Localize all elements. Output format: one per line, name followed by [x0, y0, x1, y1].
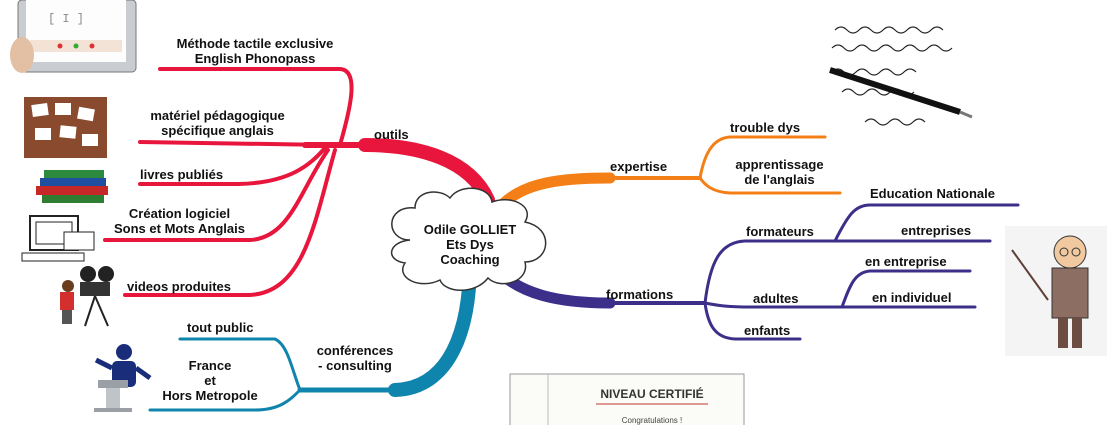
- formations-link-formateurs: [703, 239, 837, 305]
- certificate-title: NIVEAU CERTIFIÉ: [600, 386, 703, 401]
- node-en-entreprise: en entreprise: [865, 254, 947, 269]
- node-en-individuel: en individuel: [872, 290, 952, 305]
- node-creation-logiciel: Création logiciel Sons et Mots Anglais: [102, 206, 257, 236]
- node-adultes: adultes: [753, 291, 799, 306]
- node-entreprises: entreprises: [901, 223, 972, 238]
- node-creation-line2: Sons et Mots Anglais: [114, 221, 245, 236]
- formations-link-enfants: [703, 301, 802, 341]
- node-apprentissage-line2: de l'anglais: [744, 172, 815, 187]
- node-creation-line1: Création logiciel: [128, 206, 231, 221]
- speaker-picture: [94, 344, 152, 412]
- central-topic-line3: Coaching: [440, 252, 500, 267]
- certificate-sub: Congratulations !: [622, 416, 682, 425]
- computer-picture: [21, 215, 95, 262]
- node-materiel-line2: spécifique anglais: [161, 123, 274, 138]
- center-cloud: [391, 187, 547, 291]
- certificate-picture: NIVEAU CERTIFIÉ Congratulations !: [509, 373, 745, 425]
- node-france-hors-metropole: France et Hors Metropole: [150, 358, 270, 403]
- node-conferences: conférences - consulting: [300, 343, 410, 373]
- teacher-picture: [1005, 226, 1107, 356]
- tablet-screen-text: [ I ]: [48, 12, 84, 26]
- node-methode-tactile: Méthode tactile exclusive English Phonop…: [155, 36, 355, 66]
- node-education-nationale: Education Nationale: [870, 186, 995, 201]
- outils-link-2: [138, 140, 332, 147]
- node-france-line3: Hors Metropole: [162, 388, 258, 403]
- outils-branch-lines: [103, 67, 495, 297]
- node-apprentissage-line1: apprentissage: [735, 157, 824, 172]
- central-topic: Odile GOLLIET Ets Dys Coaching: [405, 222, 535, 267]
- central-topic-line1: Odile GOLLIET: [423, 222, 517, 237]
- central-topic-line2: Ets Dys: [446, 237, 494, 252]
- adultes-link-1: [840, 269, 972, 309]
- tablet-picture: [ I ]: [10, 0, 137, 73]
- node-livres-publies: livres publiés: [140, 167, 224, 182]
- node-methode-tactile-line2: English Phonopass: [194, 51, 316, 66]
- node-methode-tactile-line1: Méthode tactile exclusive: [176, 36, 334, 51]
- formations-link-adultes: [703, 301, 844, 309]
- node-conferences-line1: conférences: [316, 343, 394, 358]
- node-outils: outils: [374, 127, 409, 142]
- outils-trunk: [358, 138, 495, 207]
- conferences-link-2: [148, 388, 302, 412]
- books-picture: [36, 170, 108, 203]
- node-formations: formations: [606, 287, 674, 302]
- node-france-line2: et: [204, 373, 216, 388]
- node-conferences-line2: - consulting: [318, 358, 392, 373]
- outils-link-3: [138, 146, 327, 186]
- cards-picture: [24, 97, 107, 158]
- node-videos-produites: videos produites: [127, 279, 232, 294]
- expertise-link-2: [698, 176, 842, 195]
- formateurs-link-1: [833, 203, 1020, 243]
- node-tout-public: tout public: [187, 320, 254, 335]
- node-expertise: expertise: [610, 159, 668, 174]
- node-france-line1: France: [188, 358, 232, 373]
- conferences-link-1: [178, 337, 302, 392]
- node-enfants: enfants: [744, 323, 791, 338]
- camera-picture: [60, 266, 114, 327]
- outils-link-4: [103, 148, 330, 242]
- node-apprentissage: apprentissage de l'anglais: [722, 157, 837, 187]
- outils-link-5: [123, 148, 337, 297]
- expertise-link-1: [698, 135, 827, 180]
- node-trouble-dys: trouble dys: [730, 120, 801, 135]
- node-materiel-line1: matériel pédagogique: [150, 108, 285, 123]
- node-materiel-pedagogique: matériel pédagogique spécifique anglais: [135, 108, 300, 138]
- handwriting-picture: [829, 26, 973, 126]
- outils-link-1: [158, 67, 354, 147]
- node-formateurs: formateurs: [746, 224, 814, 239]
